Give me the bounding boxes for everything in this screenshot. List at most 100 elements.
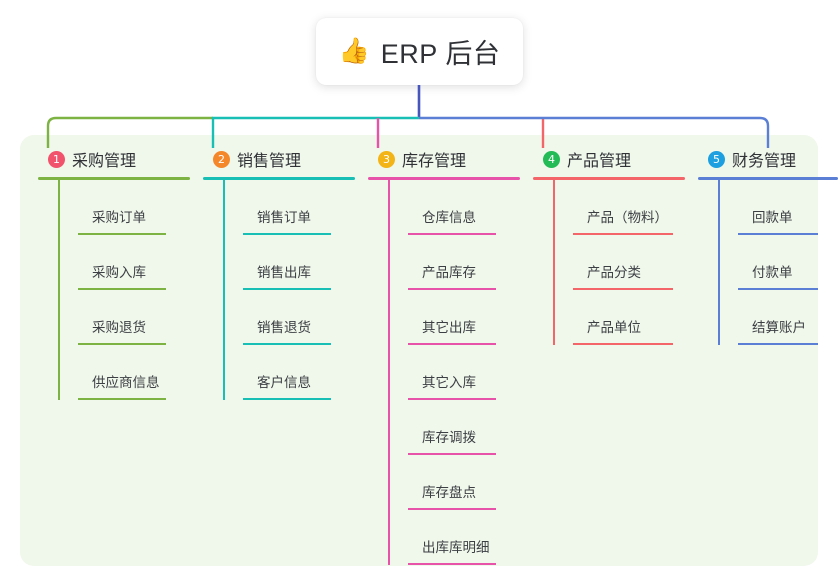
branch-item-label: 其它出库 (422, 320, 476, 335)
branch-item[interactable]: 回款单 (718, 180, 838, 235)
branch-item-label: 库存调拨 (422, 430, 476, 445)
branch-header-rule (203, 177, 355, 180)
branch-item-label: 客户信息 (257, 375, 311, 390)
branch-item-list: 仓库信息产品库存其它出库其它入库库存调拨库存盘点出库库明细 (368, 180, 520, 565)
branch-item-rule (408, 563, 496, 565)
branch-spine (553, 180, 555, 345)
branch-item[interactable]: 产品分类 (553, 235, 685, 290)
branch-item-rule (243, 233, 331, 235)
root-node-card[interactable]: 👍 ERP 后台 (316, 18, 523, 85)
branch-item-rule (738, 343, 818, 345)
branch-item-rule (573, 343, 673, 345)
branch-item-rule (243, 343, 331, 345)
branch-item-rule (408, 453, 496, 455)
branch-header-rule (698, 177, 838, 180)
branch-item-label: 产品分类 (587, 265, 641, 280)
branch-item-label: 结算账户 (752, 320, 806, 335)
branch-number-badge: 4 (543, 150, 560, 168)
branch-item-rule (78, 288, 166, 290)
branch-item-rule (408, 508, 496, 510)
branch-item-label: 回款单 (752, 210, 793, 225)
branch-number-badge: 1 (48, 150, 65, 168)
branch-item-rule (408, 398, 496, 400)
branch-item[interactable]: 产品库存 (388, 235, 520, 290)
branch-item-rule (78, 398, 166, 400)
branch-item-label: 采购退货 (92, 320, 146, 335)
branch-title: 产品管理 (567, 153, 632, 170)
branch-item[interactable]: 结算账户 (718, 290, 838, 345)
root-node-content: 👍 ERP 后台 (339, 32, 501, 71)
branch-spine (58, 180, 60, 400)
branch-item-rule (738, 233, 818, 235)
branches-panel (20, 135, 818, 566)
branch-item-list: 销售订单销售出库销售退货客户信息 (203, 180, 355, 400)
branch-item[interactable]: 库存调拨 (388, 400, 520, 455)
branch-item[interactable]: 仓库信息 (388, 180, 520, 235)
branch-item-label: 产品库存 (422, 265, 476, 280)
branch-title: 财务管理 (732, 153, 797, 170)
branch-column-5: 5 财务管理回款单付款单结算账户 (698, 147, 838, 345)
branch-item[interactable]: 采购订单 (58, 180, 190, 235)
branch-column-2: 2 销售管理销售订单销售出库销售退货客户信息 (203, 147, 355, 400)
branch-item-label: 库存盘点 (422, 485, 476, 500)
branch-item-rule (78, 233, 166, 235)
branch-title: 销售管理 (237, 153, 302, 170)
branch-header-5[interactable]: 5 财务管理 (698, 147, 838, 171)
branch-item-label: 仓库信息 (422, 210, 476, 225)
branch-spine (223, 180, 225, 400)
branch-item[interactable]: 产品单位 (553, 290, 685, 345)
branch-number-badge: 5 (708, 150, 725, 168)
branch-header-2[interactable]: 2 销售管理 (203, 147, 355, 171)
branch-column-3: 3 库存管理仓库信息产品库存其它出库其它入库库存调拨库存盘点出库库明细 (368, 147, 520, 565)
branch-header-4[interactable]: 4 产品管理 (533, 147, 685, 171)
branch-title: 库存管理 (402, 153, 467, 170)
branch-item[interactable]: 供应商信息 (58, 345, 190, 400)
branch-item-label: 采购入库 (92, 265, 146, 280)
branch-item-label: 销售订单 (257, 210, 311, 225)
branch-item-rule (573, 233, 673, 235)
branch-spine (718, 180, 720, 345)
branch-item[interactable]: 采购退货 (58, 290, 190, 345)
branch-item-label: 供应商信息 (92, 375, 160, 390)
branch-item[interactable]: 其它出库 (388, 290, 520, 345)
branch-item-rule (243, 288, 331, 290)
thumbs-up-icon: 👍 (338, 37, 370, 65)
branch-item-rule (78, 343, 166, 345)
branch-column-4: 4 产品管理产品（物料） 产品分类产品单位 (533, 147, 685, 345)
branch-item-rule (738, 288, 818, 290)
branch-header-3[interactable]: 3 库存管理 (368, 147, 520, 171)
branch-item[interactable]: 其它入库 (388, 345, 520, 400)
branch-item-rule (408, 343, 496, 345)
branch-item-label: 出库库明细 (422, 540, 490, 555)
branch-item[interactable]: 客户信息 (223, 345, 355, 400)
branch-header-rule (368, 177, 520, 180)
branch-spine (388, 180, 390, 565)
branch-item[interactable]: 库存盘点 (388, 455, 520, 510)
branch-item[interactable]: 销售退货 (223, 290, 355, 345)
branch-number-badge: 3 (378, 150, 395, 168)
branch-item[interactable]: 销售订单 (223, 180, 355, 235)
branch-item[interactable]: 采购入库 (58, 235, 190, 290)
branch-item[interactable]: 销售出库 (223, 235, 355, 290)
branch-item-label: 销售出库 (257, 265, 311, 280)
branch-header-rule (38, 177, 190, 180)
branch-item-list: 采购订单采购入库采购退货供应商信息 (38, 180, 190, 400)
branch-item-list: 回款单付款单结算账户 (698, 180, 838, 345)
branch-item[interactable]: 出库库明细 (388, 510, 520, 565)
branch-item-list: 产品（物料） 产品分类产品单位 (533, 180, 685, 345)
branch-item-label: 付款单 (752, 265, 793, 280)
branch-number-badge: 2 (213, 150, 230, 168)
branch-item-label: 产品（物料） (587, 210, 668, 225)
branch-header-rule (533, 177, 685, 180)
branch-item[interactable]: 付款单 (718, 235, 838, 290)
branch-item-label: 产品单位 (587, 320, 641, 335)
branch-item-label: 其它入库 (422, 375, 476, 390)
branch-item-label: 销售退货 (257, 320, 311, 335)
branch-item-rule (573, 288, 673, 290)
branch-item-rule (408, 233, 496, 235)
branch-item-rule (243, 398, 331, 400)
branch-item[interactable]: 产品（物料） (553, 180, 685, 235)
root-node-title: ERP 后台 (380, 39, 501, 69)
